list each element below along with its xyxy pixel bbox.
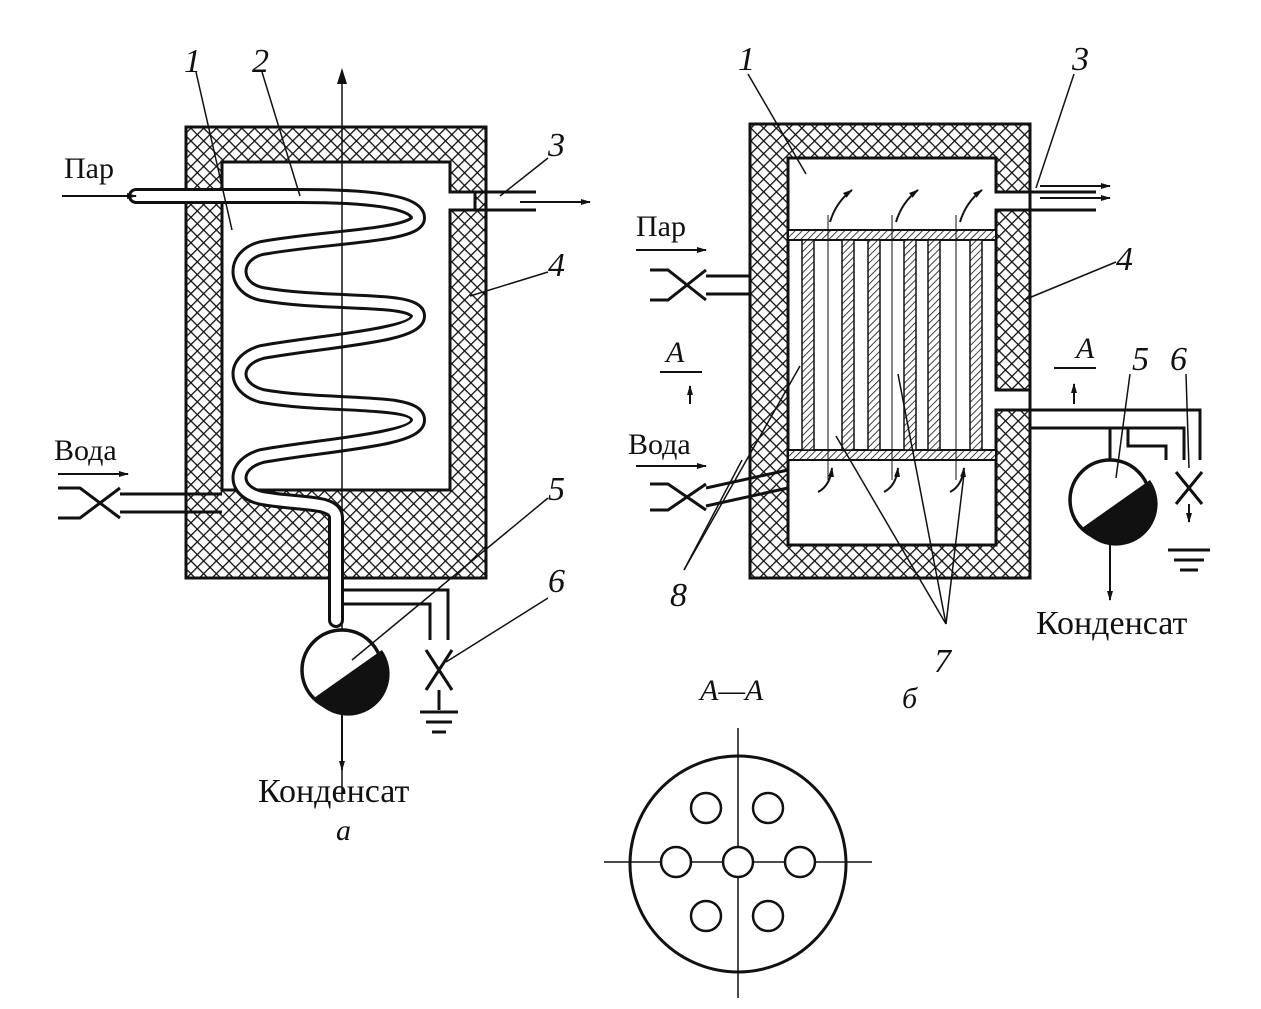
water-inlet — [58, 471, 222, 520]
callout-5-right: 5 — [1132, 341, 1149, 378]
callout-1-right: 1 — [738, 41, 755, 78]
callout-2-left: 2 — [252, 43, 269, 80]
water-label-right: Вода — [628, 428, 691, 461]
drain-line — [1030, 408, 1210, 572]
condensate-trap — [300, 628, 390, 771]
callout-8-right: 8 — [670, 577, 687, 614]
steam-label-right: Пар — [636, 210, 686, 243]
steam-coil — [62, 188, 426, 628]
tube-bundle — [801, 215, 983, 480]
condensate-label-left: Конденсат — [258, 773, 409, 810]
water-inlet — [636, 463, 789, 512]
callout-4-left: 4 — [548, 247, 565, 284]
water-label-left: Вода — [54, 434, 117, 467]
coil-heater — [58, 68, 591, 800]
sublabel-b: б — [902, 682, 918, 715]
insulation-shell — [184, 125, 488, 580]
section-mark-right: A — [1074, 332, 1095, 365]
callout-3-left: 3 — [547, 127, 565, 164]
section-title: A—A — [698, 674, 764, 707]
drain-line — [344, 588, 458, 734]
callout-5-left: 5 — [548, 471, 565, 508]
steam-inlet — [636, 247, 750, 302]
condensate-label-right: Конденсат — [1036, 605, 1187, 642]
sublabel-a: а — [336, 814, 351, 847]
callout-6-left: 6 — [548, 563, 565, 600]
condensate-trap — [1068, 458, 1158, 601]
tube-heater — [636, 73, 1210, 625]
insulation-shell — [748, 122, 1032, 580]
outlet-pipe — [450, 190, 591, 212]
callout-4-right: 4 — [1116, 241, 1133, 278]
section-mark-left: A — [664, 336, 685, 369]
callout-1-left: 1 — [184, 43, 201, 80]
callout-6-right: 6 — [1170, 341, 1187, 378]
callout-7-right: 7 — [934, 643, 953, 680]
steam-label-left: Пар — [64, 152, 114, 185]
outlet-pipe — [996, 183, 1111, 212]
callout-3-right: 3 — [1071, 41, 1089, 78]
section-view — [604, 728, 872, 998]
